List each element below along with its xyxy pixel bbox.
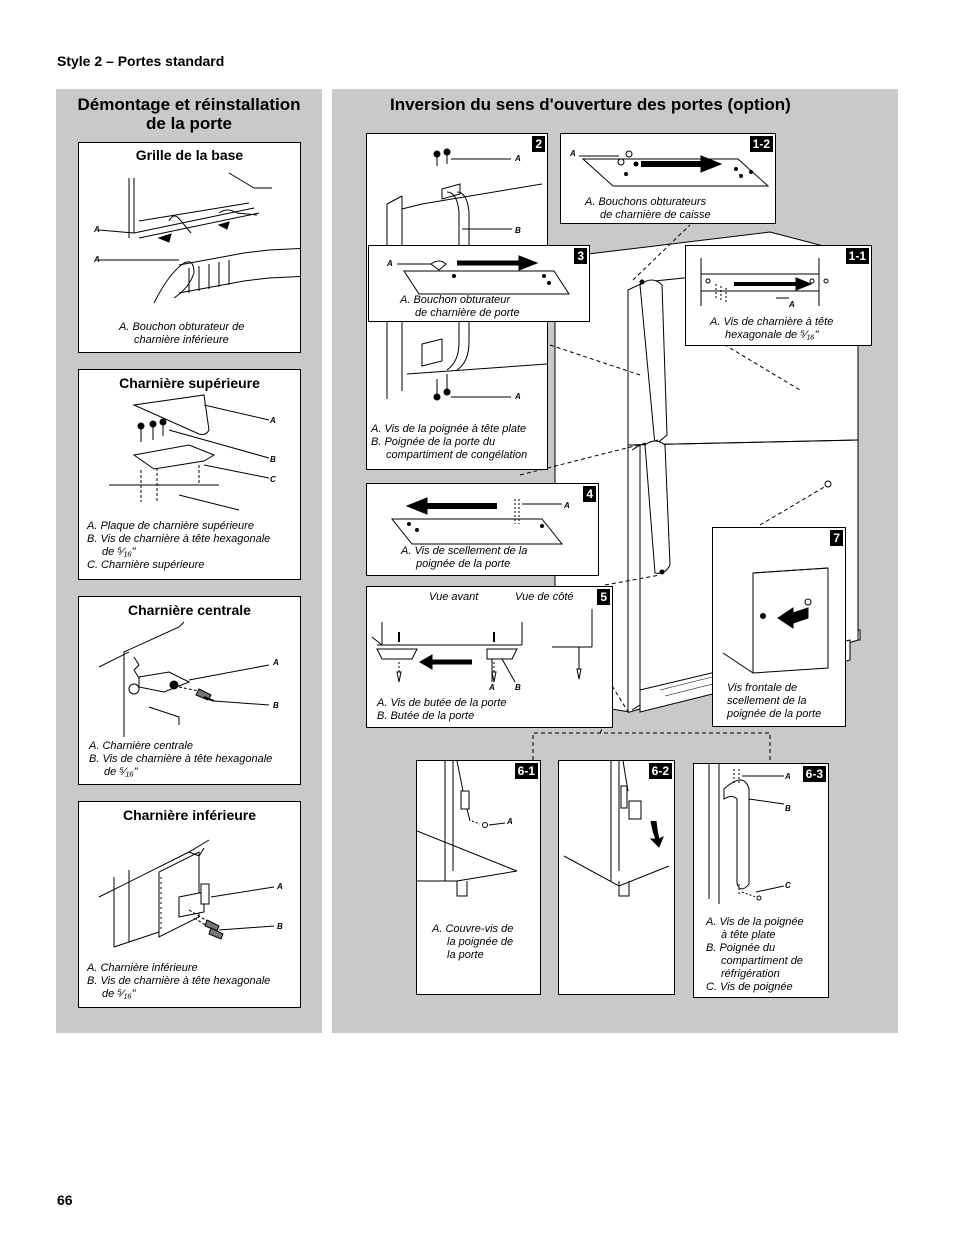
step-1-2-drawing [579,150,770,187]
bottom-hinge-figure: Charnière inférieure A B A. Charnière in… [78,801,301,1008]
callout-label: A [789,300,795,309]
step-6-3-drawing [708,764,785,904]
side-view-label: Vue de côté [515,591,574,603]
figure-caption: A. Vis de la poignée à tête plate B. Poi… [706,916,804,993]
step-badge: 6-3 [802,766,826,782]
step-badge: 3 [574,248,587,264]
step-badge: 6-1 [514,763,538,779]
callout-label: B [515,226,521,235]
right-panel-title: Inversion du sens d'ouverture des portes… [390,95,791,114]
figure-caption: A. Charnière centrale B. Vis de charnièr… [89,740,273,778]
step-badge: 6-2 [648,763,672,779]
callout-label: A [94,225,100,234]
figure-caption: A. Vis de scellement de la poignée de la… [401,545,528,570]
figure-title: Charnière supérieure [119,375,260,391]
callout-label: A [564,501,570,510]
step-badge: 5 [597,589,610,605]
callout-label: A [570,149,576,158]
step-6-2-figure: 6-2 [558,760,675,995]
callout-label: B [785,804,791,813]
callout-label: A [94,255,100,264]
callout-label: B [277,922,283,931]
step-7-figure: 7 Vis frontale de scellement de la poign… [712,527,846,727]
step-3-drawing [397,255,570,295]
step-7-drawing [722,567,829,674]
step-badge: 1-1 [845,248,869,264]
top-hinge-figure: Charnière supérieure A B C A. Plaque de … [78,369,301,580]
callout-label: A [270,416,276,425]
step-3-figure: 3 A A. Bouchon obturateur de charnière d… [368,245,590,322]
figure-caption: Vis frontale de scellement de la poignée… [727,682,822,720]
left-panel-title: Démontage et réinstallation de la porte [77,95,301,133]
figure-title: Charnière inférieure [122,807,257,823]
callout-label: C [785,881,791,890]
figure-caption: A. Vis de la poignée à tête plate B. Poi… [371,423,528,461]
step-4-figure: 4 A A. Vis de scellement de la poignée d… [366,483,599,576]
figure-caption: A. Charnière inférieure B. Vis de charni… [87,962,271,1000]
step-1-2-figure: 1-2 A A. Bouchons obturateurs de charniè… [560,133,776,224]
center-hinge-drawing [98,621,270,737]
callout-label: C [270,475,276,484]
front-view-label: Vue avant [429,591,479,603]
callout-label: B [270,455,276,464]
step-badge: 4 [583,486,596,502]
callout-label: B [273,701,279,710]
figure-title: Grille de la base [135,147,244,163]
figure-caption: A. Couvre-vis de la poignée de la porte [432,923,514,961]
step-6-1-figure: 6-1 A A. Couvre-vis de la poignée de la … [416,760,541,995]
callout-label: A [515,154,521,163]
page-number: 66 [57,1192,73,1208]
callout-label: A [489,683,495,692]
step-6-2-drawing [563,761,670,897]
callout-label: A [507,817,513,826]
figure-caption: A. Vis de butée de la porte B. Butée de … [377,697,507,722]
step-5-figure: Vue avant Vue de côté 5 A B A [366,586,613,728]
center-hinge-figure: Charnière centrale A B A. Charnière cent… [78,596,301,785]
callout-label: A [387,259,393,268]
step-badge: 1-2 [749,136,773,152]
figure-caption: A. Plaque de charnière supérieure B. Vis… [87,520,271,571]
callout-label: A [277,882,283,891]
callout-label: B [515,683,521,692]
figure-caption: A. Bouchon obturateur de charnière infér… [119,321,245,346]
figure-caption: A. Vis de charnière à tête hexagonale de… [710,316,834,341]
figure-title: Charnière centrale [128,602,251,618]
base-grille-drawing [98,172,300,304]
step-badge: 2 [532,136,545,152]
step-badge: 7 [830,530,843,546]
bottom-hinge-drawing [98,839,275,948]
page-header: Style 2 – Portes standard [57,53,225,69]
step-4-drawing [390,497,564,545]
callout-label: A [785,772,791,781]
figure-caption: A. Bouchon obturateur de charnière de po… [400,294,520,319]
top-hinge-drawing [109,394,270,511]
step-6-3-figure: 6-3 A B C A. Vis de la poignée à tête pl… [693,763,829,998]
base-grille-figure: Grille de la base A A A. Bouchon obturat… [78,142,301,353]
figure-caption: A. Bouchons obturateurs de charnière de … [585,196,711,221]
step-1-1-figure: 1-1 A A. Vis de charnière à tête hexagon… [685,245,872,346]
step-5-drawing [371,609,593,683]
step-1-1-drawing [700,258,829,306]
callout-label: A [515,392,521,401]
callout-label: A [273,658,279,667]
step-6-1-drawing [417,761,518,897]
